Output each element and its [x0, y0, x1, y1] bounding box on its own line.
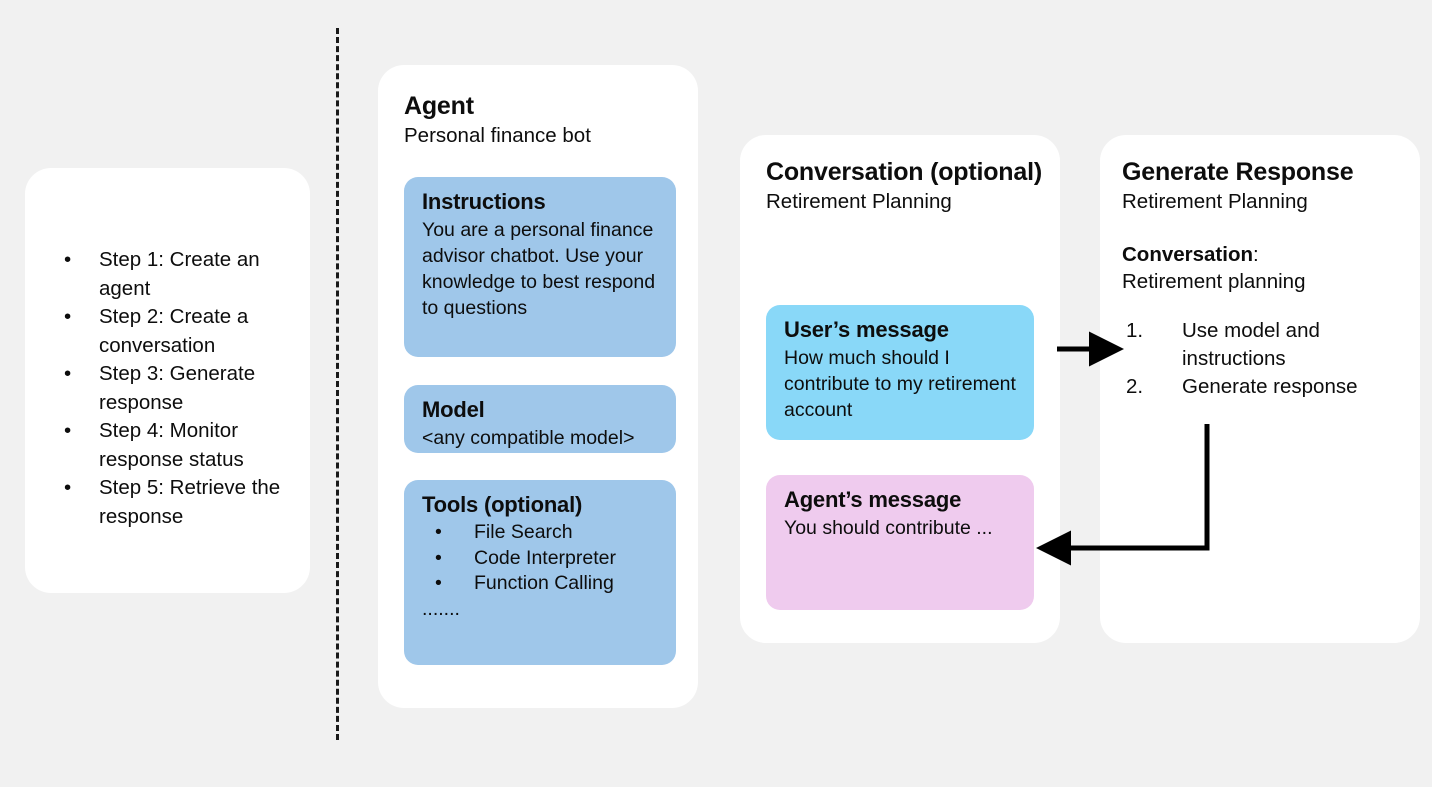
conversation-subtitle: Retirement Planning	[766, 190, 952, 213]
bullet-icon: •	[64, 305, 72, 328]
generate-conversation-label: Conversation	[1122, 243, 1253, 266]
tools-panel: Tools (optional) • File Search • Code Inte…	[404, 480, 676, 665]
agent-subtitle: Personal finance bot	[404, 124, 591, 147]
agent-title: Agent	[404, 92, 474, 120]
step-number: 2.	[1126, 375, 1144, 398]
user-message-panel: User’s message How much should I contrib…	[766, 305, 1034, 440]
step-label: Step 4: Monitor response status	[99, 419, 244, 471]
conversation-title: Conversation (optional)	[766, 158, 1042, 186]
generate-conversation-block: Conversation: Retirement planning	[1122, 241, 1410, 295]
step-number: 1.	[1126, 319, 1144, 342]
agent-header: Agent Personal finance bot	[404, 91, 680, 149]
tools-title: Tools (optional)	[422, 492, 583, 517]
list-item: 1. Use model and instructions	[1122, 317, 1410, 373]
list-item: 2. Generate response	[1122, 373, 1410, 401]
bullet-icon: •	[435, 572, 442, 594]
generate-conversation-colon: :	[1253, 243, 1259, 266]
bullet-icon: •	[64, 419, 72, 442]
tool-label: Code Interpreter	[474, 546, 616, 569]
instructions-panel: Instructions You are a personal finance …	[404, 177, 676, 357]
generate-response-subtitle: Retirement Planning	[1122, 190, 1308, 213]
tools-list: • File Search • Code Interpreter • Function…	[422, 520, 660, 597]
model-title: Model	[422, 397, 485, 422]
user-message-title: User’s message	[784, 317, 949, 342]
step-label: Step 1: Create an agent	[99, 248, 260, 300]
generate-response-title: Generate Response	[1122, 158, 1354, 186]
list-item: • Step 4: Monitor response status	[47, 417, 300, 474]
generate-conversation-value: Retirement planning	[1122, 270, 1306, 293]
conversation-card: Conversation (optional) Retirement Plann…	[740, 135, 1060, 643]
bullet-icon: •	[435, 546, 442, 569]
generate-response-card: Generate Response Retirement Planning Co…	[1100, 135, 1420, 643]
step-label: Generate response	[1182, 375, 1358, 398]
step-label: Step 5: Retrieve the response	[99, 476, 281, 528]
instructions-text: You are a personal finance advisor chatb…	[422, 219, 656, 319]
user-message-text: How much should I contribute to my retir…	[784, 347, 1016, 421]
list-item: • Step 2: Create a conversation	[47, 303, 300, 360]
list-item: • Function Calling	[422, 571, 660, 597]
list-item: • File Search	[422, 520, 660, 546]
list-item: • Step 1: Create an agent	[47, 246, 300, 303]
list-item: • Step 5: Retrieve the response	[47, 474, 300, 531]
tool-label: Function Calling	[474, 572, 614, 594]
steps-card: • Step 1: Create an agent • Step 2: Create…	[25, 168, 310, 593]
tool-label: File Search	[474, 521, 573, 543]
bullet-icon: •	[435, 521, 442, 543]
list-item: • Code Interpreter	[422, 546, 660, 572]
instructions-title: Instructions	[422, 189, 546, 214]
agent-message-text: You should contribute ...	[784, 517, 993, 539]
bullet-icon: •	[64, 362, 72, 385]
bullet-icon: •	[64, 248, 72, 271]
model-panel: Model <any compatible model>	[404, 385, 676, 453]
step-label: Use model and instructions	[1182, 319, 1320, 370]
agent-card: Agent Personal finance bot Instructions …	[378, 65, 698, 708]
model-text: <any compatible model>	[422, 427, 635, 449]
conversation-header: Conversation (optional) Retirement Plann…	[766, 157, 1044, 215]
tools-ellipsis: .......	[422, 597, 460, 620]
steps-list: • Step 1: Create an agent • Step 2: Create…	[47, 246, 300, 531]
list-item: • Step 3: Generate response	[47, 360, 300, 417]
dashed-divider	[336, 28, 339, 740]
step-label: Step 3: Generate response	[99, 362, 256, 414]
agent-message-panel: Agent’s message You should contribute ..…	[766, 475, 1034, 610]
step-label: Step 2: Create a conversation	[99, 305, 249, 357]
bullet-icon: •	[64, 476, 72, 499]
agent-message-title: Agent’s message	[784, 487, 962, 512]
generate-steps-list: 1. Use model and instructions 2. Generate …	[1122, 317, 1410, 401]
generate-response-header: Generate Response Retirement Planning Co…	[1122, 157, 1410, 401]
